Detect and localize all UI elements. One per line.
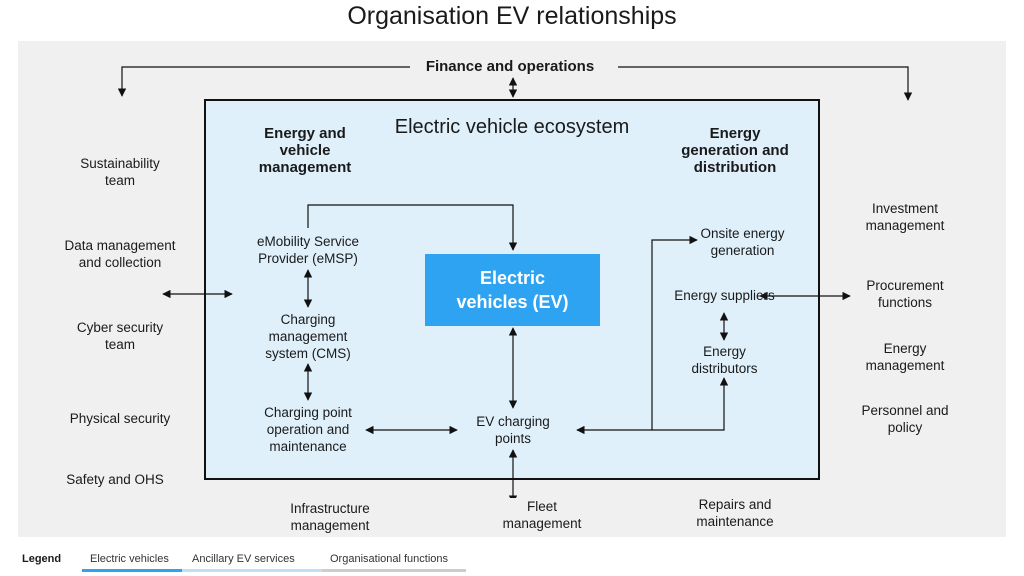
energy-generation-header: Energy generation and distribution: [670, 125, 800, 176]
emsp-label: eMobility Service Provider (eMSP): [243, 233, 373, 267]
energy-suppliers-label: Energy suppliers: [674, 288, 775, 303]
electric-vehicles-box: Electric vehicles (EV): [425, 254, 600, 326]
label-line: distributors: [691, 361, 758, 376]
legend-org-bar: [322, 569, 466, 572]
legend-electric-vehicles: Electric vehicles: [90, 553, 169, 565]
cyber-security-label: Cyber security team: [50, 319, 190, 353]
label-line: Infrastructure: [290, 501, 370, 516]
infrastructure-management-label: Infrastructure management: [260, 500, 400, 534]
investment-management-label: Investment management: [835, 200, 975, 234]
label-line: Sustainability: [80, 156, 160, 171]
legend-organisational-functions: Organisational functions: [330, 553, 449, 565]
cms-label: Charging management system (CMS): [243, 311, 373, 362]
physical-security-label: Physical security: [69, 411, 171, 426]
label-line: EV charging: [476, 414, 550, 429]
charging-distributors-arrow: [652, 377, 729, 431]
label-line: Charging: [280, 312, 336, 327]
label-line: Provider (eMSP): [258, 251, 358, 266]
label-line: generation: [710, 243, 775, 258]
label-line: Onsite energy: [700, 226, 785, 241]
data-management-label: Data management and collection: [45, 237, 195, 271]
label-line: maintenance: [696, 514, 774, 529]
label-line: management: [865, 218, 945, 233]
ev-charging-points-label: EV charging points: [458, 413, 568, 447]
label-line: points: [494, 431, 532, 446]
finance-right-arrow: [618, 66, 913, 101]
label-line: maintenance: [269, 439, 347, 454]
label-line: management: [268, 329, 348, 344]
label-line: Repairs and: [698, 497, 772, 512]
charging-onsite-arrow: [576, 235, 698, 435]
label-line: Energy: [703, 344, 746, 359]
sustainability-team-label: Sustainability team: [50, 155, 190, 189]
energy-distributors-label: Energy distributors: [662, 343, 787, 377]
label-line: Data management: [64, 238, 176, 253]
label-line: Fleet: [526, 499, 557, 514]
label-line: team: [104, 173, 135, 188]
label-line: management: [865, 358, 945, 373]
energy-management-label: Energy management: [835, 340, 975, 374]
ev-line: vehicles (EV): [456, 292, 569, 312]
onsite-generation-label: Onsite energy generation: [680, 225, 805, 259]
label-line: Personnel and: [861, 403, 949, 418]
cpom-label: Charging point operation and maintenance: [243, 404, 373, 455]
header-line: management: [258, 159, 352, 176]
page-title: Organisation EV relationships: [347, 2, 677, 30]
label-line: Charging point: [264, 405, 352, 420]
ev-line: Electric: [479, 268, 546, 288]
label-line: management: [502, 516, 582, 531]
label-line: team: [104, 337, 135, 352]
finance-left-arrow: [117, 66, 420, 97]
fleet-management-label: Fleet management: [472, 498, 612, 532]
label-line: Investment: [871, 201, 939, 216]
label-line: Cyber security: [76, 320, 164, 335]
personnel-policy-label: Personnel and policy: [835, 402, 975, 436]
legend-title: Legend: [22, 553, 62, 565]
procurement-functions-label: Procurement functions: [835, 277, 975, 311]
legend-ancillary-services: Ancillary EV services: [192, 553, 295, 565]
ecosystem-title: Electric vehicle ecosystem: [394, 116, 630, 138]
header-line: distribution: [693, 159, 777, 176]
label-line: eMobility Service: [256, 234, 360, 249]
label-line: management: [290, 518, 370, 533]
energy-vehicle-management-header: Energy and vehicle management: [245, 125, 365, 176]
label-line: system (CMS): [265, 346, 351, 361]
header-line: generation and: [681, 142, 789, 159]
label-line: and collection: [78, 255, 162, 270]
emsp-ev-arrow: [307, 204, 518, 251]
label-line: Energy: [883, 341, 927, 356]
finance-and-operations-label: Finance and operations: [410, 58, 610, 75]
legend-ev-bar: [82, 569, 182, 572]
label-line: Procurement: [866, 278, 944, 293]
label-line: functions: [877, 295, 933, 310]
header-line: Energy: [709, 125, 761, 142]
safety-ohs-label: Safety and OHS: [66, 472, 164, 487]
header-line: vehicle: [279, 142, 331, 159]
label-line: operation and: [266, 422, 350, 437]
legend-ancillary-bar: [182, 569, 322, 572]
header-line: Energy and: [264, 125, 346, 142]
repairs-maintenance-label: Repairs and maintenance: [665, 496, 805, 530]
label-line: policy: [887, 420, 923, 435]
